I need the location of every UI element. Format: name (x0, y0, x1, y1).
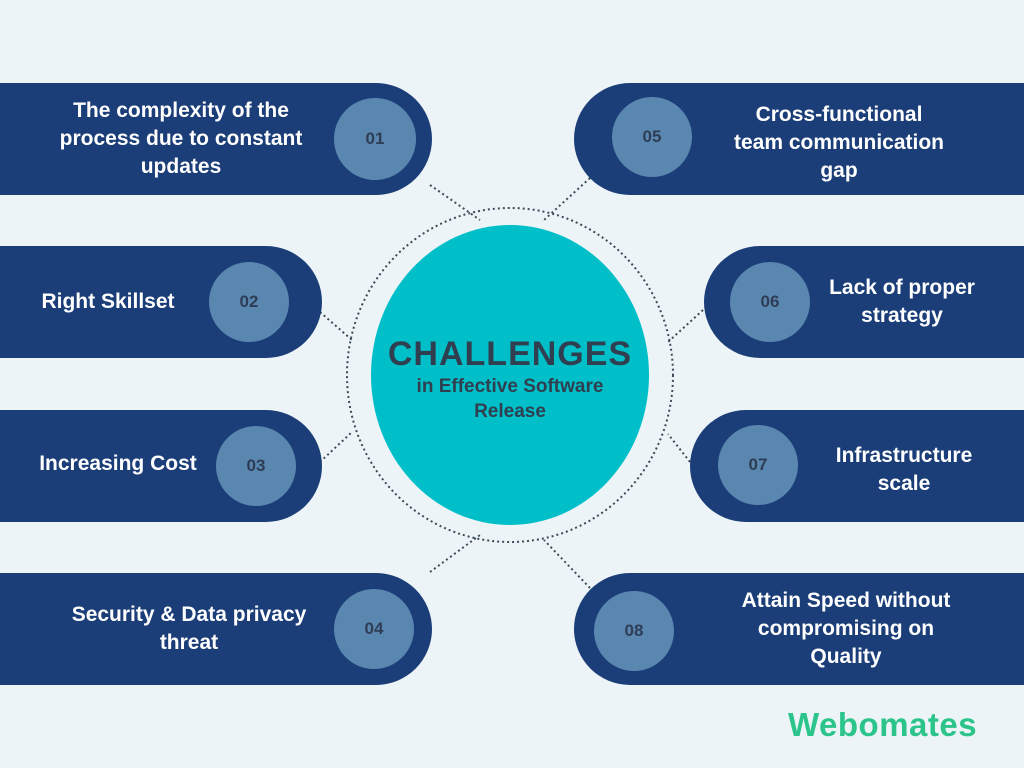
connector-08 (543, 539, 591, 589)
challenge-text: Right Skillset (41, 290, 175, 313)
challenge-text: Cross-functional team communication gap (733, 103, 945, 182)
connector-06 (667, 309, 704, 343)
connector-05 (543, 177, 591, 221)
challenge-text: Lack of proper strategy (829, 276, 975, 327)
connector-01 (429, 184, 481, 221)
number-badge: 07 (718, 425, 798, 505)
connector-07 (667, 433, 691, 463)
number-badge: 04 (334, 589, 414, 669)
center-title: CHALLENGES (387, 335, 633, 373)
dotted-ring (346, 207, 674, 543)
challenge-text: The complexity of the process due to con… (59, 99, 303, 178)
challenge-08: 08 Attain Speed without compromising on … (574, 573, 1024, 685)
number-badge: 03 (216, 426, 296, 506)
connector-04 (429, 534, 481, 573)
challenge-text: Increasing Cost (39, 452, 197, 475)
number-badge: 05 (612, 97, 692, 177)
number-badge: 02 (209, 262, 289, 342)
center-subtitle: in Effective Software Release (416, 376, 604, 422)
challenge-02: Right Skillset 02 (0, 246, 322, 358)
number-badge: 06 (730, 262, 810, 342)
webomates-logo: Webomates (788, 706, 978, 743)
challenge-text: Infrastructure scale (835, 444, 973, 495)
connector-02 (319, 311, 353, 341)
challenge-06: 06 Lack of proper strategy (704, 246, 1024, 358)
challenge-07: 07 Infrastructure scale (690, 410, 1024, 522)
challenge-03: Increasing Cost 03 (0, 410, 322, 522)
number-badge: 01 (334, 98, 416, 180)
challenge-04: Security & Data privacy threat 04 (0, 573, 432, 685)
number-badge: 08 (594, 591, 674, 671)
connector-03 (319, 431, 353, 463)
challenge-text: Security & Data privacy threat (71, 603, 307, 654)
challenge-01: The complexity of the process due to con… (0, 83, 432, 195)
challenge-text: Attain Speed without compromising on Qua… (741, 589, 951, 668)
center-circle: CHALLENGES in Effective Software Release (371, 225, 649, 525)
challenge-05: 05 Cross-functional team communication g… (574, 83, 1024, 195)
